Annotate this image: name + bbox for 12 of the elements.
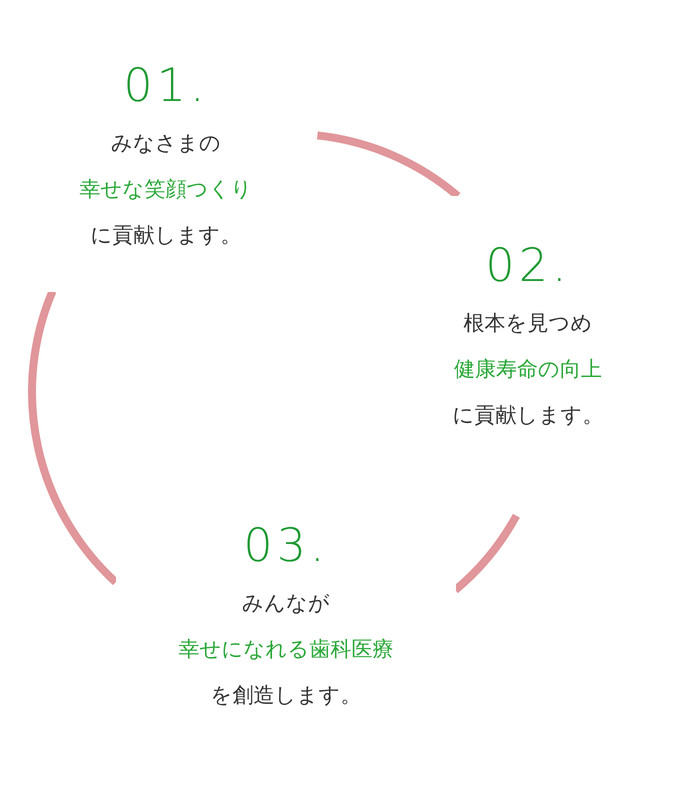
highlight-text: 幸せな笑顔つくり bbox=[80, 176, 252, 203]
step-number: 02. bbox=[485, 237, 571, 294]
step-number: 03. bbox=[243, 517, 329, 574]
body-text: を創造します。 bbox=[210, 682, 362, 709]
body-text: みんなが bbox=[242, 590, 330, 617]
highlight-text: 健康寿命の向上 bbox=[454, 356, 602, 383]
body-text: に貢献します。 bbox=[90, 222, 242, 249]
step-number: 01. bbox=[123, 57, 209, 114]
body-text: に貢献します。 bbox=[452, 402, 604, 429]
highlight-text: 幸せになれる歯科医療 bbox=[178, 636, 394, 663]
body-text: みなさまの bbox=[111, 130, 221, 157]
body-text: 根本を見つめ bbox=[464, 310, 592, 337]
